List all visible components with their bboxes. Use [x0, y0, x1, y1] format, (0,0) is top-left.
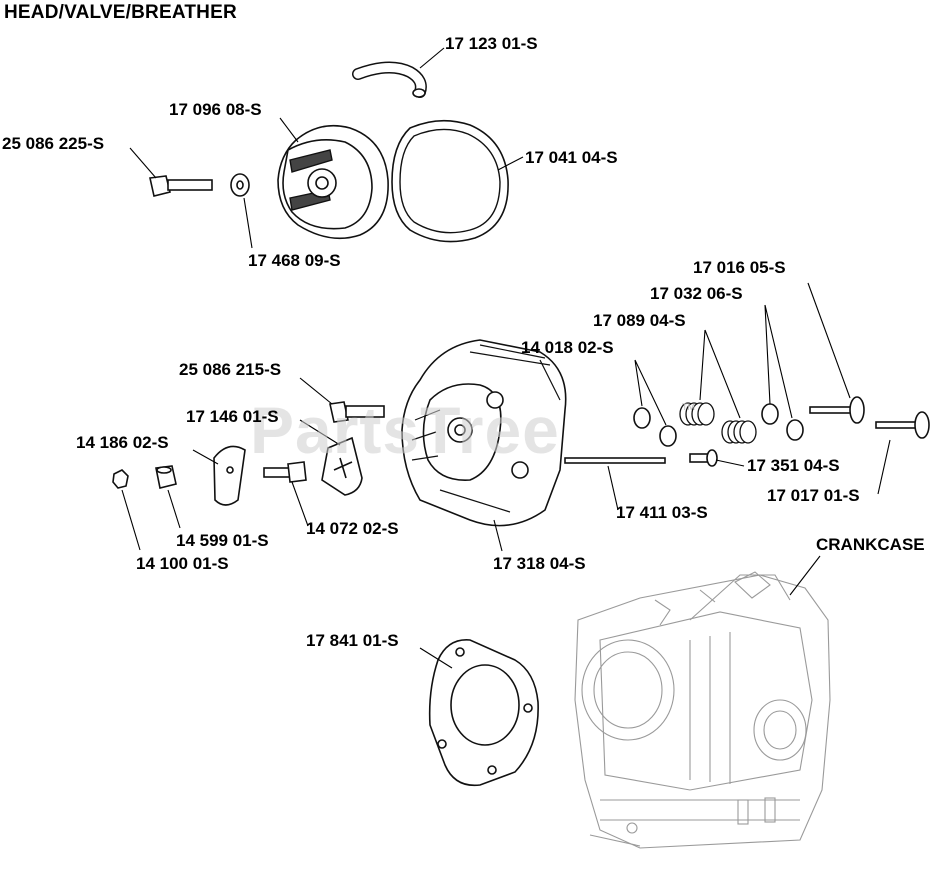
part-label-valve-cover[interactable]: 17 096 08-S — [169, 100, 262, 119]
part-label-breather-hose[interactable]: 17 123 01-S — [445, 34, 538, 53]
crankcase-drawing — [574, 571, 831, 849]
part-label-cover-gasket[interactable]: 17 041 04-S — [525, 148, 618, 167]
part-label-exhaust-retainer[interactable]: 17 016 05-S — [693, 258, 786, 277]
part-label-intake-valve[interactable]: 17 017 01-S — [767, 486, 860, 505]
part-label-rocker-stud[interactable]: 17 146 01-S — [186, 407, 279, 426]
valve-cover-drawing — [277, 124, 389, 240]
page-title: HEAD/VALVE/BREATHER — [4, 2, 237, 23]
valve-cover-gasket-drawing — [391, 119, 509, 243]
crankcase-label: CRANKCASE — [816, 535, 925, 554]
watermark-trademark: TM — [682, 402, 695, 412]
part-label-head-gasket[interactable]: 17 841 01-S — [306, 631, 399, 650]
breather-bolt-drawing — [149, 173, 250, 197]
breather-hose-drawing — [352, 61, 427, 98]
part-label-valve-spring[interactable]: 17 089 04-S — [593, 311, 686, 330]
part-label-pivot[interactable]: 14 599 01-S — [176, 531, 269, 550]
part-label-valve-keeper[interactable]: 14 018 02-S — [521, 338, 614, 357]
part-label-guide-plate[interactable]: 14 072 02-S — [306, 519, 399, 538]
head-bolt-drawing — [329, 401, 385, 423]
part-label-cylinder-head[interactable]: 17 318 04-S — [493, 554, 586, 573]
rocker-assembly-drawing — [213, 436, 363, 506]
part-label-nut[interactable]: 14 100 01-S — [136, 554, 229, 573]
cylinder-head-drawing — [401, 339, 567, 527]
part-label-rocker-arm[interactable]: 14 186 02-S — [76, 433, 169, 452]
part-label-head-bolt[interactable]: 25 086 215-S — [179, 360, 282, 379]
nut-pivot-drawing — [112, 465, 177, 489]
head-gasket-drawing — [428, 639, 539, 787]
part-label-breather-bolt[interactable]: 25 086 225-S — [2, 134, 105, 153]
part-label-push-rod[interactable]: 17 411 03-S — [616, 503, 708, 522]
part-label-washer[interactable]: 17 468 09-S — [248, 251, 341, 270]
part-label-valve-cap[interactable]: 17 351 04-S — [747, 456, 840, 475]
watermark: PartsTree — [250, 393, 560, 467]
part-label-valve-retainer[interactable]: 17 032 06-S — [650, 284, 743, 303]
valve-train-drawing — [564, 396, 930, 467]
leader-lines — [121, 47, 891, 669]
